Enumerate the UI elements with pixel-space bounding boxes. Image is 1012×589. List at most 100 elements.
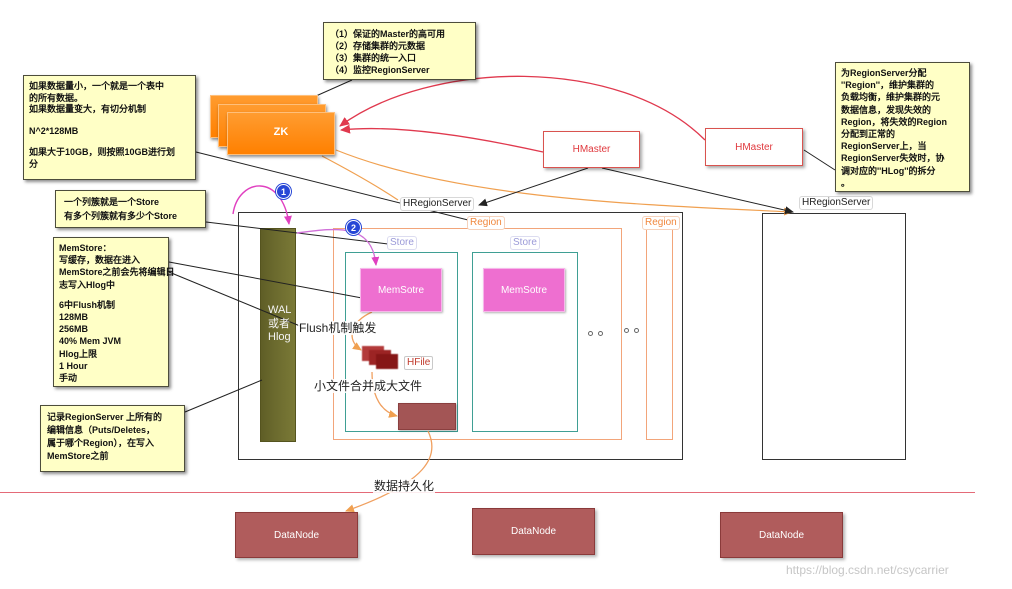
step-number: 1 [280, 186, 286, 197]
hmaster-label: HMaster [572, 144, 611, 155]
note-line: Hlog上限 [59, 348, 97, 359]
memstore-box-1: MemSotre [360, 268, 442, 312]
region-split-note: 如果数据量小，一个就是一个表中 的所有数据。 如果数据量变大，有切分机制 N^2… [23, 75, 196, 180]
note-line: 如果大于10GB，则按照10GB进行划 [29, 147, 176, 157]
note-line: 调对应的''HLog''的拆分 [841, 165, 936, 176]
memstore-note: MemStore： 写缓存，数据在进入 MemStore之前会先将编辑日 志写入… [53, 237, 175, 387]
note-line: 128MB [59, 312, 89, 323]
arrow-hmaster-to-regionserver-secondary [601, 167, 794, 215]
merged-storefile-block [398, 403, 456, 430]
memstore-box-2: MemSotre [483, 268, 565, 312]
note-line: MemStore之前 [47, 451, 109, 461]
datanode-3: DataNode [720, 512, 843, 558]
hmaster-label: HMaster [735, 141, 773, 153]
region-label-narrow: Region [642, 216, 680, 230]
note-line: 1 Hour [59, 360, 88, 371]
note-line: Region，将失效的Region [841, 116, 947, 127]
note-line: 6中Flush机制 [59, 299, 116, 310]
step-number: 2 [350, 222, 356, 233]
ellipsis-dot [588, 331, 593, 336]
note-line: MemStore： [59, 243, 112, 253]
note-line: 属于哪个Region），在写入 [47, 438, 154, 448]
note-line: 分配到正常的 [841, 129, 896, 140]
note-line: ''Region''，维护集群的 [841, 80, 935, 91]
memstore-description: MemStore： 写缓存，数据在进入 MemStore之前会先将编辑日 志写入… [59, 242, 175, 291]
region-box-narrow [646, 228, 673, 440]
note-line: 40% Mem JVM [59, 336, 122, 347]
datanode-label: DataNode [273, 529, 320, 541]
datanode-2: DataNode [472, 508, 595, 555]
arrow-hmaster1-to-zk [340, 124, 544, 153]
note-line: （3）集群的统一入口 [330, 53, 417, 63]
note-paragraph: N^2*128MB [29, 126, 190, 138]
memstore-label: MemSotre [377, 284, 425, 296]
store-label-2: Store [510, 236, 540, 250]
note-paragraph: 如果大于10GB，则按照10GB进行划 分 [29, 147, 190, 170]
note-line: 写缓存，数据在进入 [59, 255, 141, 266]
callout-hmaster-duties [803, 149, 836, 171]
hfile-label: HFile [404, 356, 434, 370]
zk-node-front: ZK [227, 112, 335, 155]
hmaster-duties-note: 为RegionServer分配 ''Region''，维护集群的 负载均衡，维护… [835, 62, 970, 192]
datanode-label: DataNode [510, 526, 557, 537]
note-line: 一个列簇就是一个Store [64, 197, 160, 207]
ellipsis-dot [598, 331, 603, 336]
hfile-block-front [376, 354, 398, 369]
note-line: 负载均衡，维护集群的元 [841, 92, 941, 103]
note-line: 如果数据量变大，有切分机制 [29, 104, 147, 114]
note-line: （2）存储集群的元数据 [330, 41, 426, 51]
note-line: （4）监控RegionServer [330, 65, 430, 75]
note-line: （1）保证的Master的高可用 [330, 29, 446, 39]
note-paragraph: 如果数据量小，一个就是一个表中 的所有数据。 如果数据量变大，有切分机制 [29, 81, 190, 116]
zk-roles-note: （1）保证的Master的高可用 （2）存储集群的元数据 （3）集群的统一入口 … [323, 22, 476, 80]
note-line: 如果数据量小，一个就是一个表中 [29, 81, 165, 91]
wal-label-line: Hlog [268, 331, 291, 343]
hregionserver-label-main: HRegionServer [400, 197, 475, 211]
flush-trigger-label: Flush机制触发 [298, 321, 378, 335]
ellipsis-dot [624, 328, 629, 333]
hmaster-backup: HMaster [705, 128, 803, 166]
datanode-1: DataNode [235, 512, 358, 558]
note-line: 的所有数据。 [29, 92, 84, 103]
wal-label-line: WAL [268, 304, 292, 316]
note-line: 有多个列簇就有多少个Store [64, 211, 178, 221]
note-line: MemStore之前会先将编辑日 [59, 267, 175, 278]
store-note: 一个列簇就是一个Store 有多个列簇就有多少个Store [55, 190, 206, 228]
hdfs-divider-line [0, 492, 975, 493]
note-line: 编辑信息（Puts/Deletes， [47, 425, 156, 435]
note-line: 为RegionServer分配 [841, 68, 927, 78]
note-line: N^2*128MB [29, 125, 79, 136]
note-line: 256MB [59, 324, 89, 335]
note-line: 记录RegionServer 上所有的 [47, 412, 163, 422]
datanode-label: DataNode [758, 529, 805, 541]
ellipsis-dot [634, 328, 639, 333]
arrow-hmaster2-to-zk [339, 75, 706, 141]
hmaster-active: HMaster [543, 131, 640, 168]
wal-note: 记录RegionServer 上所有的 编辑信息（Puts/Deletes， 属… [40, 405, 185, 472]
watermark: https://blog.csdn.net/csycarrier [786, 563, 949, 577]
compaction-label: 小文件合并成大文件 [313, 379, 424, 393]
note-line: 分 [29, 158, 39, 169]
wal-hlog-label: WAL 或者 Hlog [268, 304, 291, 345]
persistence-label: 数据持久化 [373, 479, 436, 493]
store-label-1: Store [387, 236, 417, 250]
arrow-hmaster-to-regionserver-main [478, 167, 589, 207]
memstore-label: MemSotre [500, 284, 548, 296]
line-zk-to-regionserver-main [321, 155, 399, 201]
region-label-main: Region [467, 216, 505, 230]
note-line: 手动 [59, 373, 78, 384]
note-line: RegionServer上，当 [841, 141, 927, 152]
note-line: 数据信息，发现失效的 [841, 104, 932, 115]
wal-label-line: 或者 [268, 317, 290, 330]
store-box-2 [472, 252, 578, 432]
note-line: RegionServer失效时，协 [841, 153, 945, 164]
step-1-badge: 1 [276, 184, 291, 199]
hregionserver-label-secondary: HRegionServer [799, 196, 874, 210]
memstore-flush-triggers: 6中Flush机制 128MB 256MB 40% Mem JVM Hlog上限… [59, 299, 163, 384]
note-line: 志写入Hlog中 [59, 279, 115, 290]
hregionserver-box-secondary [762, 213, 906, 460]
step-2-badge: 2 [346, 220, 361, 235]
zk-label: ZK [273, 126, 289, 138]
note-line: 。 [841, 177, 851, 188]
